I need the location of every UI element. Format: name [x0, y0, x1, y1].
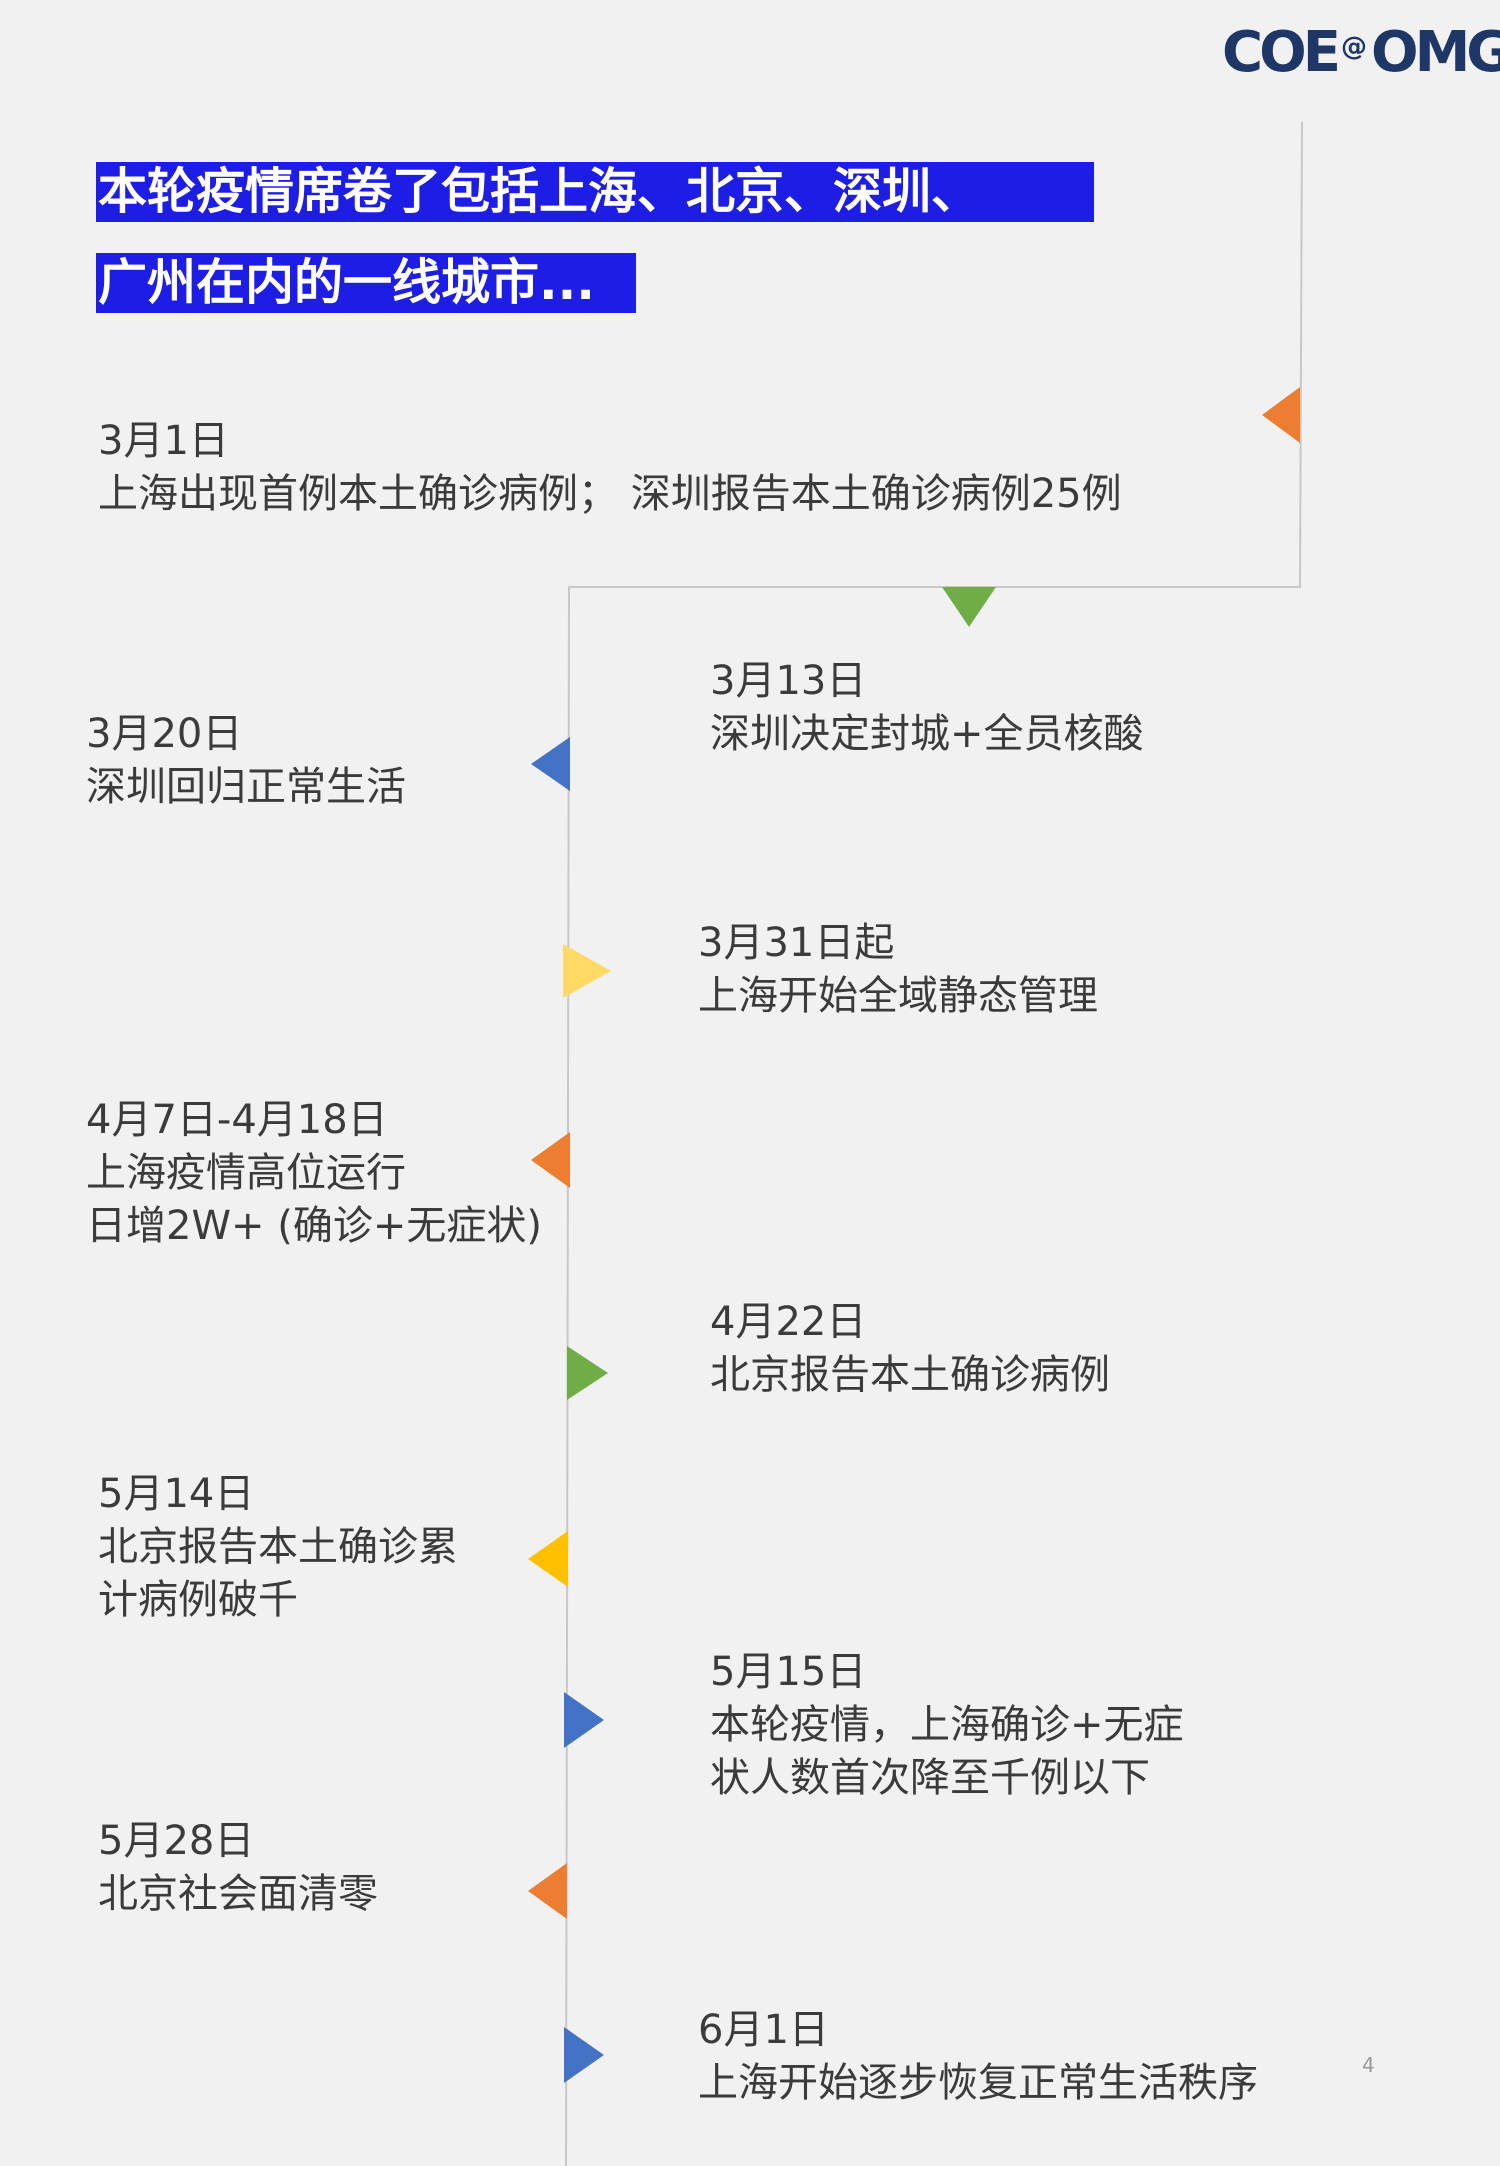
marker-may28-triangle — [528, 1863, 567, 1919]
event-description: 上海开始全域静态管理 — [698, 973, 1098, 1019]
event-apr-22: 4月22日 北京报告本土确诊病例 — [710, 1296, 1110, 1402]
logo-right-text: OMG — [1370, 20, 1500, 85]
headline-line-2: 广州在内的一线城市... — [96, 253, 636, 313]
event-may-15: 5月15日 本轮疫情，上海确诊+无症 状人数首次降至千例以下 — [710, 1646, 1184, 1805]
event-date: 5月15日 — [710, 1649, 867, 1695]
marker-may15-triangle — [564, 1692, 604, 1748]
event-date: 3月20日 — [86, 711, 243, 757]
event-date: 3月31日起 — [698, 920, 895, 966]
logo-at-sign: @ — [1340, 32, 1367, 62]
event-mar-31: 3月31日起 上海开始全域静态管理 — [698, 917, 1098, 1023]
logo-left-text: COE — [1222, 20, 1341, 85]
event-description: 深圳回归正常生活 — [86, 764, 406, 810]
event-date: 4月22日 — [710, 1299, 867, 1345]
marker-mar20-triangle — [531, 737, 570, 791]
event-date: 3月13日 — [710, 658, 867, 704]
page-number: 4 — [1362, 2053, 1375, 2077]
event-date: 4月7日-4月18日 — [86, 1097, 388, 1143]
marker-mar1-triangle — [1262, 387, 1300, 443]
event-description: 上海疫情高位运行 — [86, 1150, 406, 1196]
event-description: 北京报告本土确诊累 — [98, 1524, 458, 1570]
event-description-detail: 日增2W+ (确诊+无症状) — [86, 1203, 542, 1249]
event-description: 上海开始逐步恢复正常生活秩序 — [698, 2060, 1258, 2106]
marker-may14-triangle — [528, 1531, 568, 1587]
event-date: 3月1日 — [98, 418, 229, 464]
marker-mar13-triangle — [942, 587, 996, 627]
event-mar-20: 3月20日 深圳回归正常生活 — [86, 708, 406, 814]
event-date: 5月14日 — [98, 1471, 255, 1517]
event-description: 北京社会面清零 — [98, 1871, 378, 1917]
event-description: 北京报告本土确诊病例 — [710, 1352, 1110, 1398]
headline-line-1: 本轮疫情席卷了包括上海、北京、深圳、 — [96, 162, 1094, 222]
event-jun-1: 6月1日 上海开始逐步恢复正常生活秩序 — [698, 2004, 1258, 2110]
event-apr-7-to-apr-18: 4月7日-4月18日 上海疫情高位运行 日增2W+ (确诊+无症状) — [86, 1094, 542, 1253]
marker-apr22-triangle — [567, 1346, 608, 1400]
event-mar-13: 3月13日 深圳决定封城+全员核酸 — [710, 655, 1144, 761]
event-description: 本轮疫情，上海确诊+无症 — [710, 1702, 1184, 1748]
event-date: 5月28日 — [98, 1818, 255, 1864]
marker-apr7-triangle — [531, 1132, 570, 1188]
event-mar-1: 3月1日 上海出现首例本土确诊病例； 深圳报告本土确诊病例25例 — [98, 415, 1122, 521]
event-description-continued: 计病例破千 — [98, 1577, 298, 1623]
event-may-28: 5月28日 北京社会面清零 — [98, 1815, 378, 1921]
marker-jun1-triangle — [564, 2027, 604, 2083]
event-description: 上海出现首例本土确诊病例； 深圳报告本土确诊病例25例 — [98, 471, 1122, 517]
event-may-14: 5月14日 北京报告本土确诊累 计病例破千 — [98, 1468, 458, 1627]
event-date: 6月1日 — [698, 2007, 829, 2053]
coe-omg-logo: COE@OMG — [1222, 18, 1500, 82]
event-description: 深圳决定封城+全员核酸 — [710, 711, 1144, 757]
marker-mar31-triangle — [563, 944, 611, 998]
event-description-continued: 状人数首次降至千例以下 — [710, 1755, 1150, 1801]
